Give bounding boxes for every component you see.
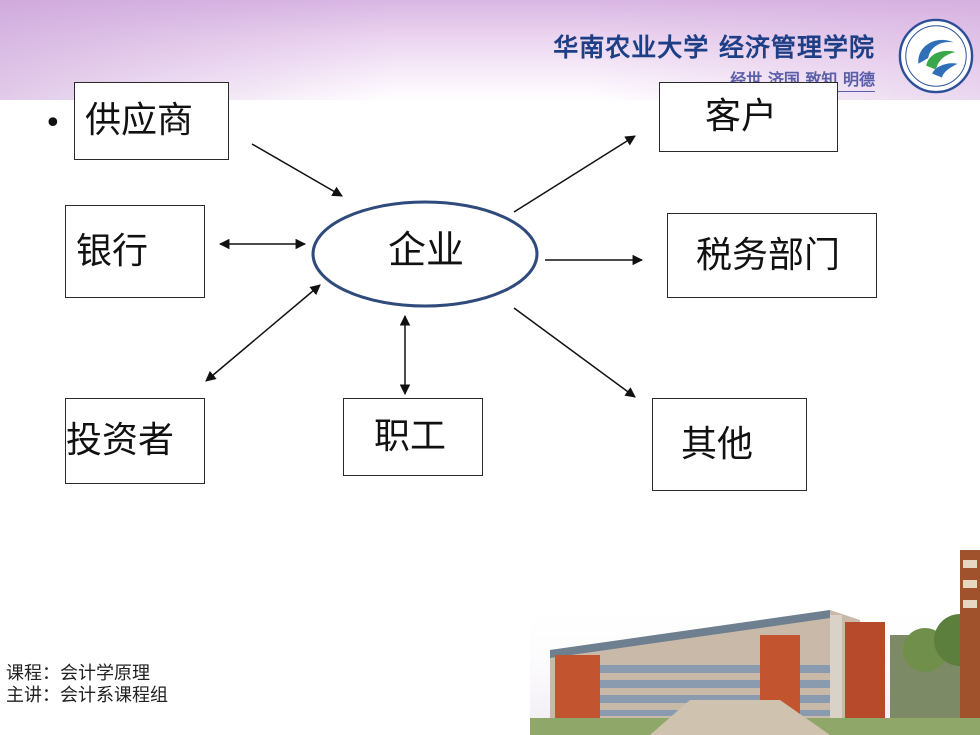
bullet-dot: •: [44, 106, 62, 141]
arrow-enterprise-to-customer: [513, 135, 636, 213]
university-logo-icon: [898, 18, 974, 94]
node-staff-label: 职工: [374, 416, 447, 457]
node-tax-label: 税务部门: [696, 234, 841, 276]
node-tax: 税务部门: [667, 213, 877, 298]
node-supplier: 供应商: [74, 82, 229, 160]
center-ellipse: [311, 200, 539, 308]
node-customer-label: 客户: [705, 96, 778, 137]
arrow-investor-enterprise: [205, 284, 321, 382]
node-bank-label: 银行: [76, 230, 149, 272]
arrow-enterprise-to-other: [513, 307, 636, 398]
node-investor: 投资者: [65, 398, 205, 484]
node-staff: 职工: [343, 398, 483, 476]
node-supplier-label: 供应商: [85, 100, 194, 141]
node-other-label: 其他: [681, 423, 754, 465]
footer-lecturer: 主讲：会计系课程组: [6, 685, 168, 706]
node-bank: 银行: [65, 205, 205, 298]
arrow-supplier-to-enterprise: [251, 143, 343, 197]
node-customer: 客户: [659, 82, 838, 152]
node-investor-label: 投资者: [66, 420, 175, 461]
center-label-enterprise: 企业: [388, 228, 465, 272]
school-name: 华南农业大学 经济管理学院: [553, 33, 875, 62]
campus-building-image: [530, 550, 980, 735]
footer-course: 课程：会计学原理: [6, 663, 150, 684]
footer-credits: 课程：会计学原理 主讲：会计系课程组: [6, 663, 168, 707]
node-other: 其他: [652, 398, 807, 491]
